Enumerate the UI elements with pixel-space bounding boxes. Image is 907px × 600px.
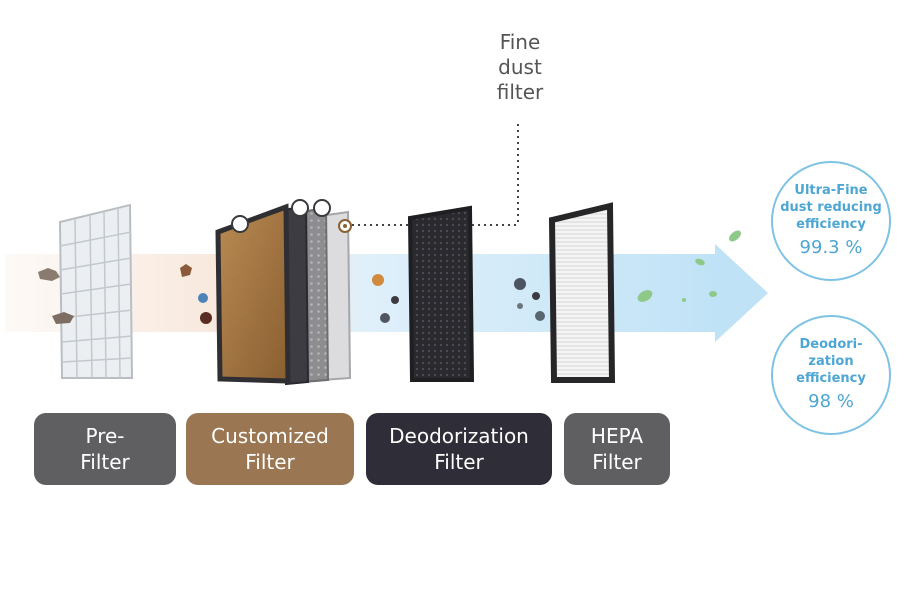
customized-filter-panel [215,199,352,386]
badge-1-value: 99.3 % [799,236,863,258]
pre-filter-label-line-1: Pre- [85,424,125,448]
badge-1-line-1: Ultra-Fine [794,182,868,198]
customized-filter-label-line-1: Customized [211,424,329,448]
deodorization-filter-label: Deodorization Filter [366,413,552,485]
badge-1-line-2: dust reducing [780,199,882,215]
callout-line-2: dust [498,55,542,79]
callout-line-1: Fine [499,30,541,54]
deodorization-efficiency-badge: Deodori- zation efficiency 98 % [771,315,891,435]
customized-filter-label: Customized Filter [186,413,354,485]
badge-2-line-3: efficiency [796,370,866,386]
badge-2-line-1: Deodori- [799,336,863,352]
dust-particles [38,264,545,324]
callout-line-3: filter [496,80,544,104]
fresh-leaf-icons [637,230,741,302]
pre-filter-label-line-2: Filter [80,450,130,474]
hepa-filter-label-line-1: HEPA [590,424,644,448]
badge-1-line-3: efficiency [796,216,866,232]
ultra-fine-dust-efficiency-badge: Ultra-Fine dust reducing efficiency 99.3… [771,161,891,281]
callout-line [352,124,519,226]
badge-2-value: 98 % [808,390,854,412]
deodorization-filter-panel [407,205,475,382]
pre-filter-label: Pre- Filter [34,413,176,485]
customized-filter-label-line-2: Filter [245,450,295,474]
pre-filter-panel [58,203,134,379]
badge-2-line-2: zation [808,353,854,369]
hepa-filter-panel [548,202,616,383]
deodorization-filter-label-line-1: Deodorization [389,424,529,448]
fine-dust-filter-callout: Fine dust filter [470,30,570,105]
hepa-filter-label: HEPA Filter [564,413,670,485]
hepa-filter-label-line-2: Filter [592,450,642,474]
deodorization-filter-label-line-2: Filter [434,450,484,474]
